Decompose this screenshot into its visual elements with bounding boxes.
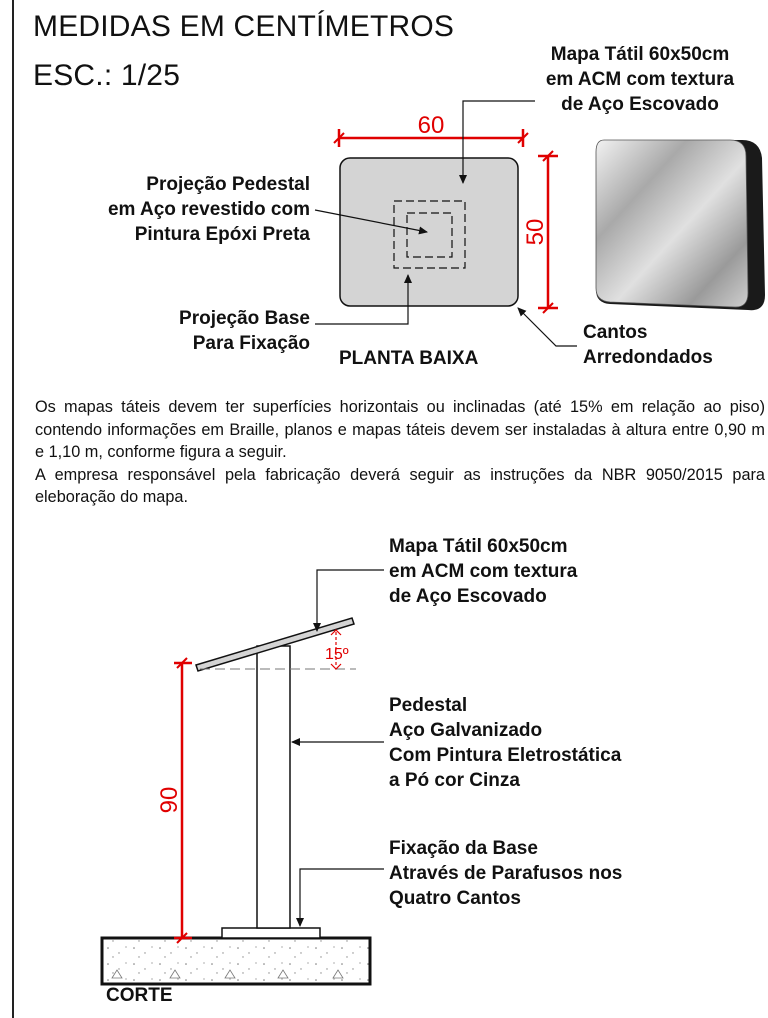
rounded-corners-label: Cantos Arredondados <box>583 322 713 368</box>
base-fixing-label: Fixação da Base Através de Parafusos nos… <box>389 838 623 909</box>
base-projection-outline <box>393 200 466 269</box>
section-view-name: CORTE <box>106 985 173 1006</box>
description-paragraph-2: A empresa responsável pela fabricação de… <box>35 465 765 507</box>
plan-height-value: 50 <box>522 219 549 246</box>
plan-width-value: 60 <box>418 112 445 139</box>
pedestal-projection-label: Projeção Pedestal em Aço revestido com P… <box>107 174 310 245</box>
section-height-dimension: 90 <box>156 657 192 944</box>
plan-height-dimension: 50 <box>522 150 558 314</box>
units-title: MEDIDAS EM CENTÍMETROS <box>33 10 455 43</box>
plan-leaders <box>314 100 577 347</box>
plan-map-label: Mapa Tátil 60x50cm em ACM com textura de… <box>545 44 735 115</box>
pedestal-projection-outline <box>406 212 453 258</box>
section-height-value: 90 <box>156 787 183 814</box>
angle-value: 15º <box>325 646 349 663</box>
pedestal-label: Pedestal Aço Galvanizado Com Pintura Ele… <box>389 695 622 791</box>
description-paragraph-1: Os mapas táteis devem ter superfícies ho… <box>35 398 765 461</box>
drawing-border-line <box>12 0 14 1018</box>
section-base-plate <box>221 927 321 939</box>
section-leaders <box>291 569 384 927</box>
section-pedestal <box>256 645 291 929</box>
brushed-plate-render <box>595 139 765 311</box>
plan-plate <box>339 157 519 307</box>
section-map-label: Mapa Tátil 60x50cm em ACM com textura de… <box>389 536 578 607</box>
ground-slab <box>100 936 372 986</box>
angle-dimension: 15º <box>325 629 349 670</box>
plan-view-name: PLANTA BAIXA <box>339 348 479 369</box>
plan-width-dimension: 60 <box>333 112 529 147</box>
base-projection-label: Projeção Base Para Fixação <box>179 308 310 354</box>
description-text: Os mapas táteis devem ter superfícies ho… <box>35 396 765 509</box>
scale-label: ESC.: 1/25 <box>33 59 181 92</box>
